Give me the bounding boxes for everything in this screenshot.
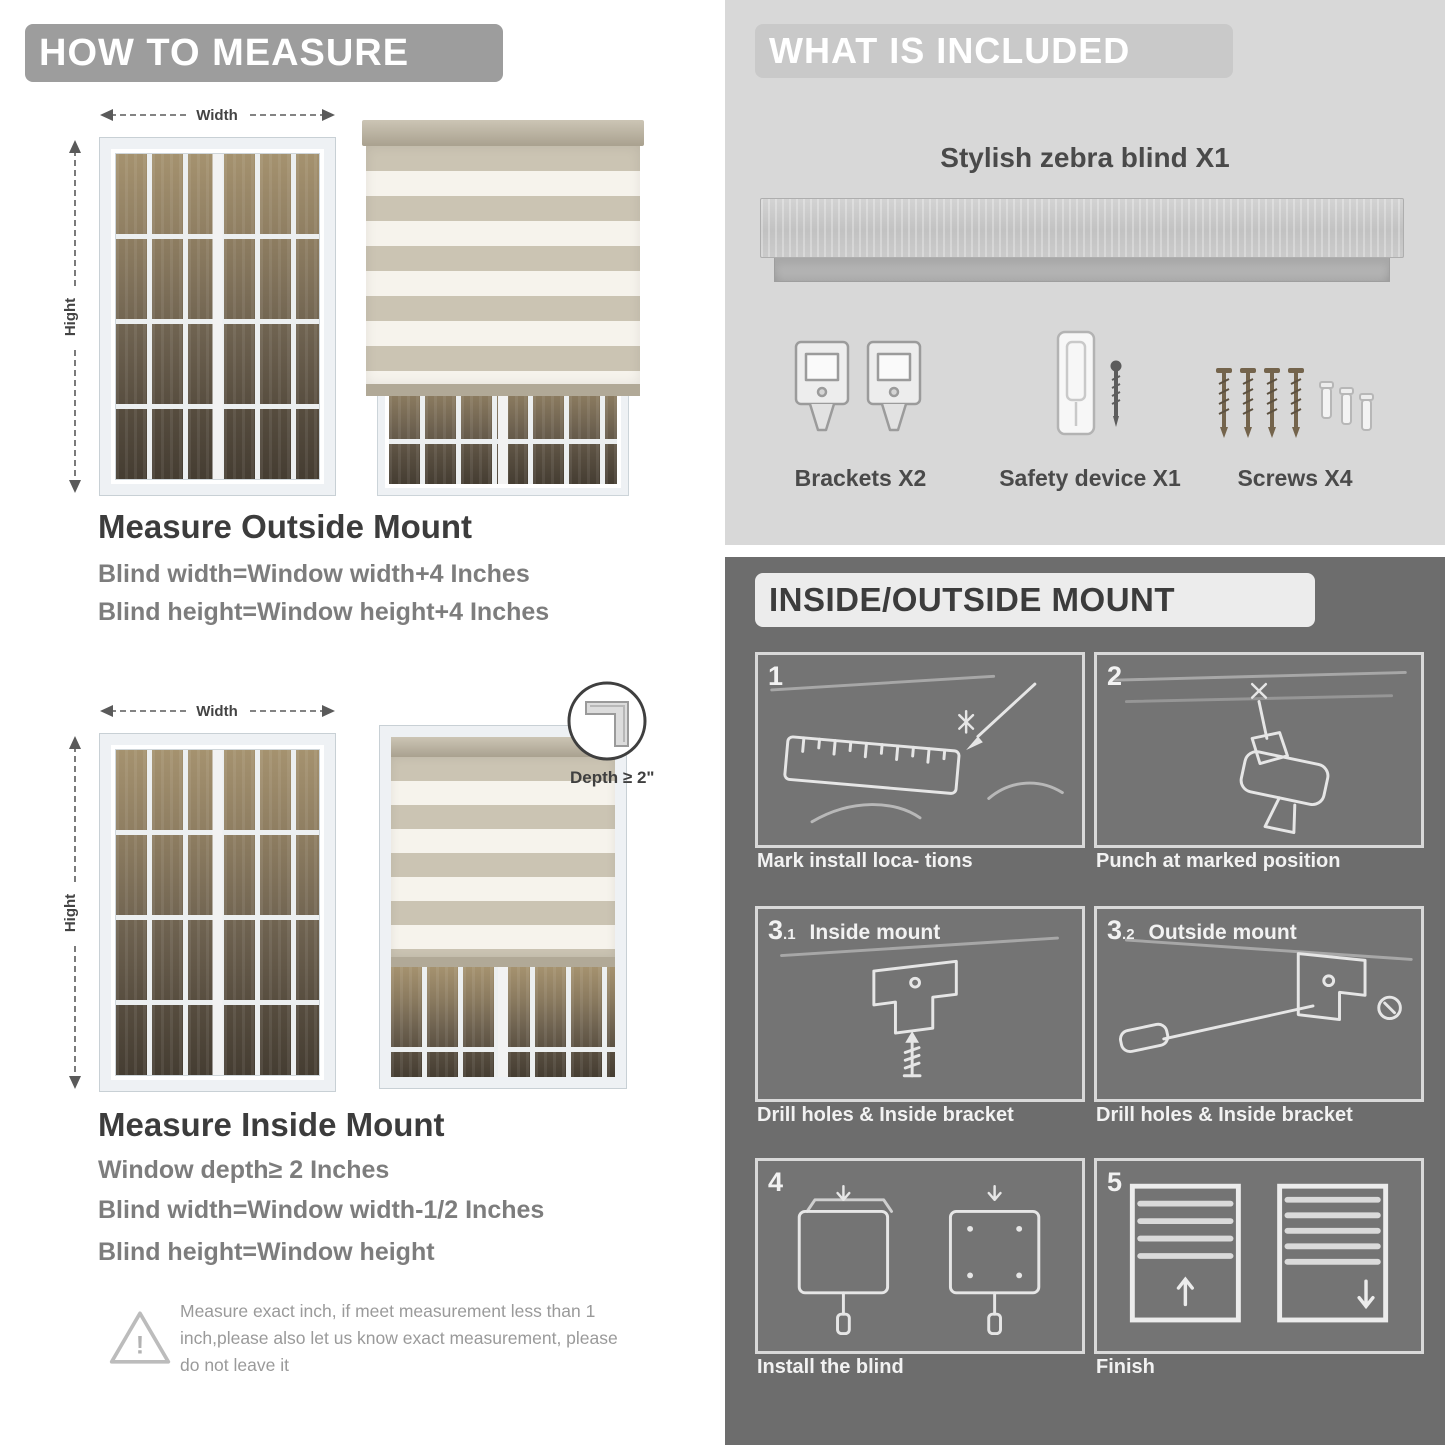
step-2-head: 2	[1107, 661, 1123, 691]
what-is-included-title: WHAT IS INCLUDED	[769, 30, 1131, 71]
inside-mount-line-2: Blind width=Window width-1/2 Inches	[98, 1196, 545, 1224]
brackets-label: Brackets X2	[794, 465, 927, 491]
height-arrow-2-label: Hight	[64, 894, 79, 932]
how-to-measure-title: HOW TO MEASURE	[39, 31, 410, 74]
how-to-measure-banner: HOW TO MEASURE	[25, 24, 503, 82]
brackets-icon	[794, 340, 922, 432]
safety-device-label: Safety device X1	[999, 465, 1181, 491]
depth-callout-label: Depth ≥ 2"	[570, 768, 655, 787]
width-arrow-label: Width	[196, 107, 238, 124]
depth-zoom-callout-icon	[567, 681, 647, 761]
step-5-caption: Finish	[1096, 1356, 1155, 1378]
outside-mount-line-1: Blind width=Window width+4 Inches	[98, 560, 530, 588]
warning-triangle-icon: !	[109, 1311, 171, 1364]
install-blind-icon	[797, 1184, 1041, 1336]
step-4-head: 4	[768, 1167, 784, 1197]
what-is-included-banner: WHAT IS INCLUDED	[755, 24, 1233, 78]
step-3-2-caption: Drill holes & Inside bracket	[1096, 1104, 1353, 1126]
mount-banner: INSIDE/OUTSIDE MOUNT	[755, 573, 1315, 627]
mount-title: INSIDE/OUTSIDE MOUNT	[769, 581, 1176, 618]
inside-mount-line-1: Window depth≥ 2 Inches	[98, 1156, 390, 1184]
blind-stripes	[366, 146, 640, 384]
screws-label: Screws X4	[1237, 465, 1353, 491]
step-number: 1	[768, 661, 784, 691]
step-panel-3-1: 3 .1 Inside mount	[755, 906, 1085, 1102]
window-panes	[391, 967, 615, 1077]
finish-blinds-icon	[1129, 1183, 1389, 1323]
height-arrow: Hight	[64, 140, 84, 493]
screws-icon	[1214, 366, 1374, 440]
warning-mark: !	[136, 1333, 144, 1360]
step-1-head: 1	[768, 661, 797, 692]
zebra-blind-product-label: Stylish zebra blind X1	[940, 142, 1230, 173]
step-3-2-head: 3 .2 Outside mount	[1107, 915, 1297, 945]
width-arrow-2: Width	[100, 701, 335, 721]
measure-warning-text: Measure exact inch, if meet measurement …	[180, 1301, 618, 1376]
blind-cassette	[362, 120, 644, 146]
headrail-cassette	[760, 198, 1404, 258]
window-illustration-inside	[99, 733, 336, 1092]
width-arrow: Width	[100, 105, 335, 125]
inside-bracket-icon	[780, 936, 1059, 1078]
step-3-1-caption: Drill holes & Inside bracket	[757, 1104, 1014, 1126]
step-panel-4: 4	[755, 1158, 1085, 1354]
window-panes	[115, 749, 320, 1076]
outside-mount-line-2: Blind height=Window height+4 Inches	[98, 598, 550, 626]
zebra-blind-outside-mount-illustration	[362, 120, 644, 496]
blind-stripes	[391, 757, 615, 957]
blind-cassette	[391, 737, 615, 757]
window-illustration-outside	[99, 137, 336, 496]
outside-bracket-icon	[1119, 938, 1413, 1054]
step-3-1-head: 3 .1 Inside mount	[768, 915, 941, 945]
drill-icon	[1111, 670, 1407, 835]
ruler-pencil-icon	[770, 674, 1064, 824]
height-arrow-2: Hight	[64, 736, 84, 1089]
height-arrow-label: Hight	[64, 298, 79, 336]
step-panel-1: 1	[755, 652, 1085, 848]
window-panes	[115, 153, 320, 480]
outside-mount-title: Measure Outside Mount	[98, 508, 473, 545]
width-arrow-2-label: Width	[196, 703, 238, 720]
step-1-caption: Mark install loca- tions	[757, 850, 973, 872]
zebra-blind-inside-mount-illustration	[379, 725, 627, 1089]
inside-mount-line-3: Blind height=Window height	[98, 1238, 435, 1266]
step-4-caption: Install the blind	[757, 1356, 904, 1378]
step-panel-3-2: 3 .2 Outside mount	[1094, 906, 1424, 1102]
step-2-caption: Punch at marked position	[1096, 850, 1341, 872]
blind-bottom-rail	[366, 384, 640, 396]
headrail-valance	[774, 258, 1390, 282]
step-panel-2: 2	[1094, 652, 1424, 848]
step-5-head: 5	[1107, 1167, 1123, 1197]
safety-device-icon	[1056, 330, 1122, 436]
blind-bottom-rail	[391, 957, 615, 967]
inside-mount-title: Measure Inside Mount	[98, 1106, 445, 1143]
step-panel-5: 5	[1094, 1158, 1424, 1354]
zebra-blind-headrail-illustration	[760, 198, 1404, 286]
